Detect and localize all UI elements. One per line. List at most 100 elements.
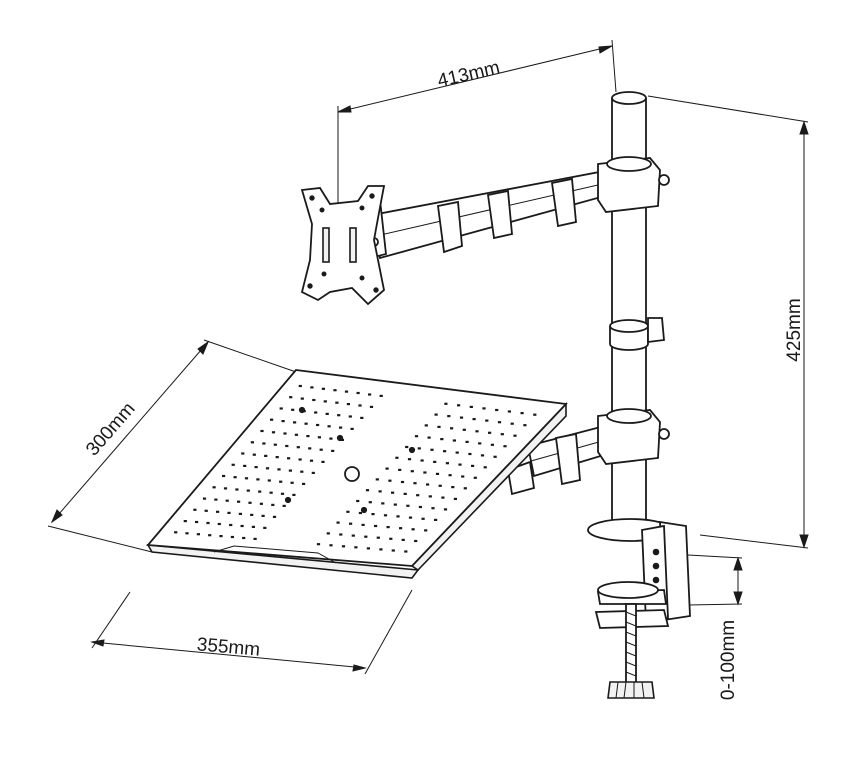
vent-hole bbox=[411, 528, 415, 531]
vent-hole bbox=[333, 389, 337, 392]
vent-hole bbox=[404, 550, 408, 553]
vent-hole bbox=[312, 398, 316, 402]
vent-hole bbox=[270, 418, 274, 421]
vent-hole bbox=[459, 416, 464, 419]
vent-hole bbox=[222, 474, 226, 478]
vent-hole bbox=[308, 447, 312, 450]
dimension-0-100: 0-100mm bbox=[687, 554, 743, 700]
tray-arm bbox=[506, 408, 670, 496]
dimension-413-label: 413mm bbox=[436, 57, 502, 92]
vent-hole bbox=[314, 411, 318, 414]
vent-hole bbox=[271, 503, 275, 506]
vent-hole bbox=[310, 386, 314, 389]
vent-hole bbox=[488, 431, 492, 434]
vesa-plate bbox=[300, 185, 386, 306]
vent-hole bbox=[507, 410, 511, 413]
vent-hole bbox=[241, 452, 245, 455]
vent-hole bbox=[416, 494, 420, 497]
vent-hole bbox=[283, 432, 287, 435]
vent-hole bbox=[421, 517, 425, 520]
vent-hole bbox=[520, 412, 524, 415]
vent-hole bbox=[292, 493, 296, 496]
vent-hole bbox=[281, 420, 285, 423]
dimension-300-label: 300mm bbox=[82, 399, 139, 461]
vent-hole bbox=[288, 469, 292, 472]
vent-hole bbox=[463, 487, 467, 490]
vent-hole bbox=[395, 456, 399, 459]
vent-hole bbox=[185, 532, 189, 535]
vent-hole bbox=[490, 443, 494, 446]
vent-hole bbox=[214, 498, 218, 501]
vent-hole bbox=[497, 421, 502, 424]
vent-hole bbox=[316, 543, 321, 546]
vent-hole bbox=[423, 471, 427, 474]
vent-hole bbox=[351, 534, 355, 537]
vent-hole bbox=[349, 522, 353, 525]
vent-hole bbox=[231, 463, 235, 466]
vent-hole bbox=[405, 445, 409, 449]
vent-hole bbox=[447, 415, 451, 418]
vent-hole bbox=[337, 414, 341, 417]
vent-hole bbox=[401, 538, 405, 541]
laptop-tray bbox=[146, 369, 568, 579]
tray-vent-holes-left bbox=[174, 384, 383, 540]
vent-hole bbox=[407, 458, 412, 461]
vent-hole bbox=[325, 412, 329, 415]
vent-hole bbox=[406, 504, 410, 507]
vent-hole bbox=[254, 466, 258, 469]
vent-hole bbox=[461, 475, 465, 478]
vent-hole bbox=[448, 474, 452, 477]
vent-hole bbox=[195, 520, 199, 524]
vent-hole bbox=[329, 544, 333, 547]
vent-hole bbox=[482, 407, 486, 410]
vent-hole bbox=[381, 502, 385, 505]
vent-hole bbox=[348, 415, 352, 418]
vent-hole bbox=[335, 401, 339, 404]
vent-hole bbox=[438, 484, 442, 487]
vent-hole bbox=[440, 438, 444, 441]
vent-hole bbox=[296, 446, 300, 449]
vent-hole bbox=[434, 413, 438, 416]
vent-hole bbox=[251, 525, 255, 528]
vent-hole bbox=[265, 467, 270, 470]
vent-hole bbox=[285, 444, 289, 448]
vent-hole bbox=[346, 510, 350, 513]
vent-hole bbox=[457, 404, 461, 407]
vent-hole bbox=[183, 520, 187, 523]
vent-hole bbox=[341, 545, 346, 548]
vent-hole bbox=[291, 408, 295, 411]
vent-hole bbox=[452, 439, 456, 442]
vent-hole bbox=[533, 413, 537, 416]
vent-hole bbox=[233, 476, 237, 479]
vent-hole bbox=[259, 502, 263, 505]
vent-hole bbox=[500, 433, 504, 436]
vent-hole bbox=[417, 447, 421, 450]
vent-hole bbox=[298, 458, 302, 461]
vent-hole bbox=[193, 508, 197, 511]
vent-hole bbox=[326, 532, 330, 535]
vent-hole bbox=[424, 424, 428, 427]
vent-hole bbox=[319, 448, 323, 451]
vent-hole bbox=[398, 468, 402, 471]
vent-hole bbox=[385, 467, 389, 470]
vent-hole bbox=[388, 479, 392, 482]
vent-hole bbox=[242, 536, 246, 540]
vent-hole bbox=[282, 504, 286, 507]
vent-hole bbox=[469, 405, 473, 408]
vent-hole bbox=[453, 497, 457, 500]
vent-hole bbox=[468, 452, 472, 456]
vent-hole bbox=[451, 486, 455, 489]
vent-hole bbox=[379, 394, 383, 397]
vent-hole bbox=[389, 537, 393, 540]
vent-hole bbox=[413, 482, 417, 485]
vent-hole bbox=[393, 503, 397, 506]
vent-hole bbox=[510, 422, 514, 425]
vent-hole bbox=[261, 514, 265, 517]
vent-hole bbox=[364, 535, 368, 538]
vent-hole bbox=[252, 453, 256, 456]
vent-hole bbox=[289, 396, 293, 399]
vent-hole bbox=[323, 400, 327, 403]
vent-hole bbox=[485, 419, 489, 422]
vent-hole bbox=[369, 405, 374, 408]
